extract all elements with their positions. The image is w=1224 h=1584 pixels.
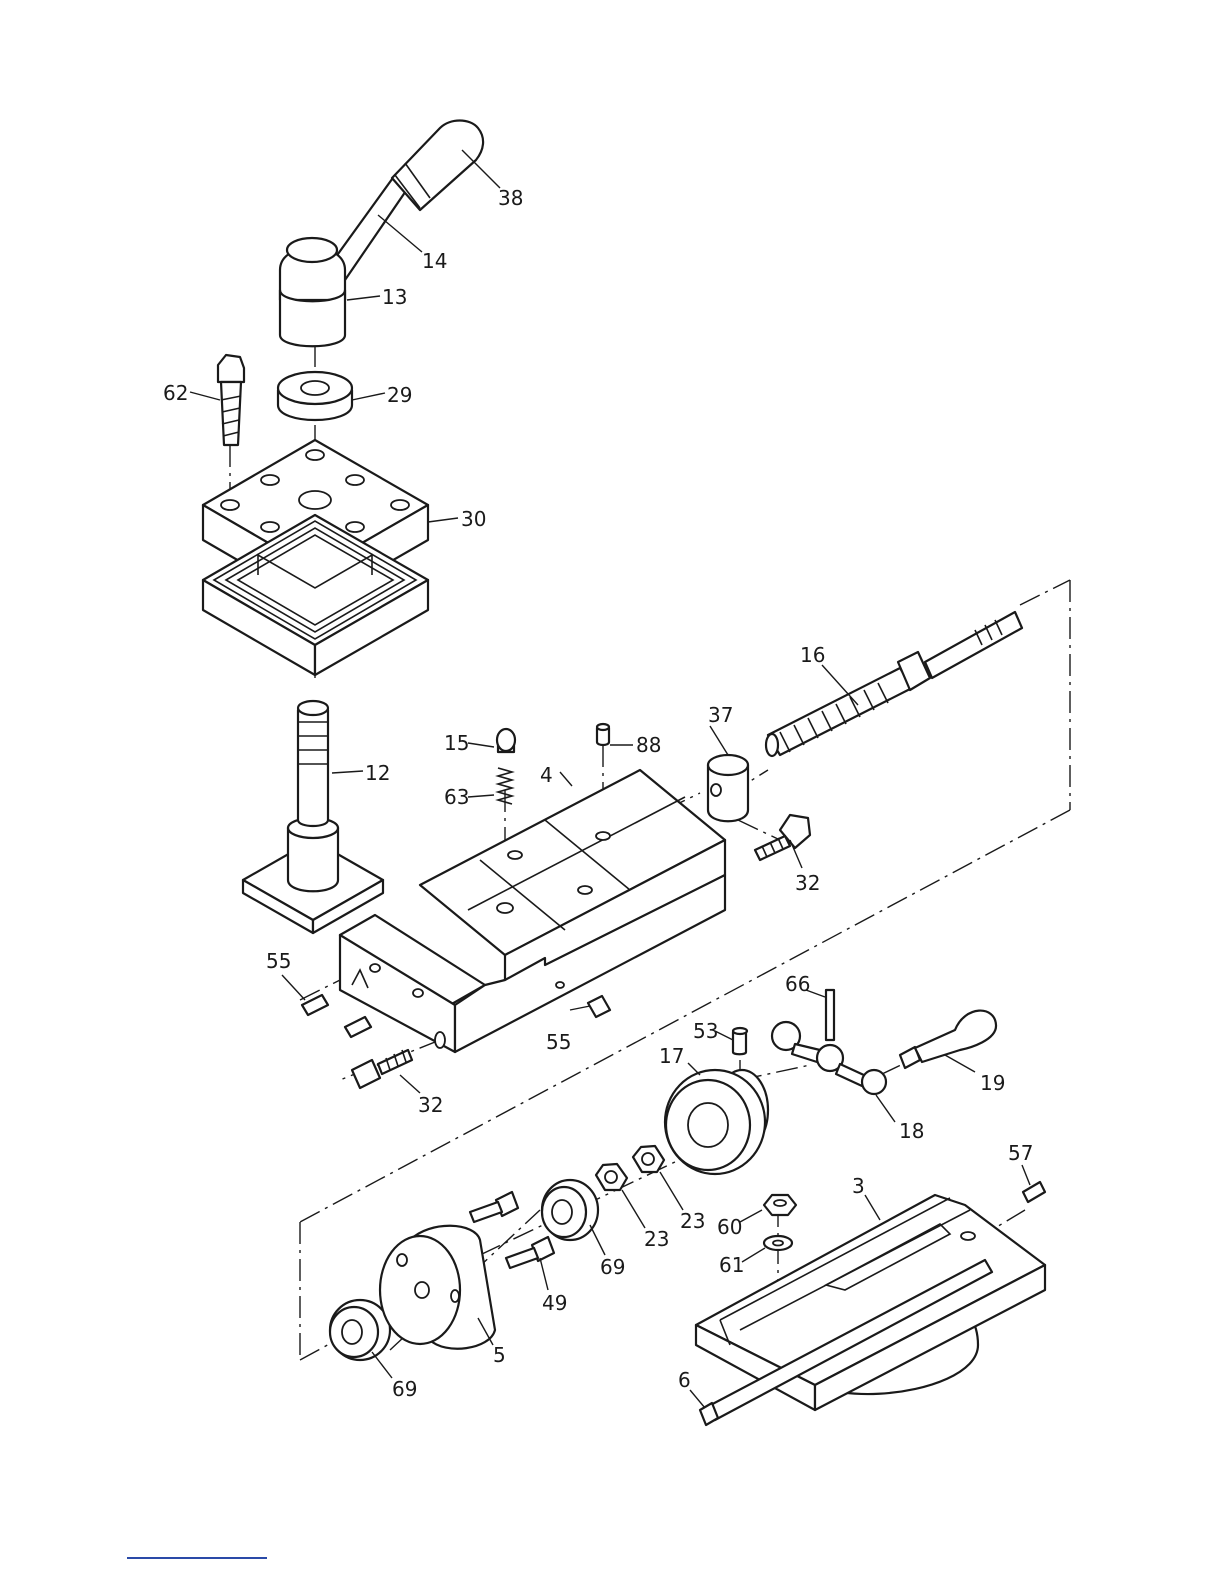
part-label: 17 [659,1044,684,1068]
part-label: 61 [719,1253,744,1277]
part-label: 49 [542,1291,567,1315]
lead-screw [766,612,1022,756]
handle-lever [330,121,483,281]
part-label: 37 [708,703,733,727]
bearing-housing [380,1226,495,1349]
part-label: 29 [387,383,412,407]
washer [278,372,352,420]
part-label: 60 [717,1215,742,1239]
part-label: 6 [678,1368,691,1392]
part-label: 19 [980,1071,1005,1095]
part-label: 32 [795,871,820,895]
crank-pin [826,990,834,1040]
bolt [218,355,244,445]
thrust-bearing-lower [330,1300,390,1360]
part-label: 57 [1008,1141,1033,1165]
part-label: 55 [546,1030,571,1054]
part-label: 69 [600,1255,625,1279]
part-label: 55 [266,949,291,973]
set-screw [597,724,609,745]
lever-hub [280,238,345,346]
lead-nut [708,755,748,821]
spring [498,768,512,804]
part-label: 63 [444,785,469,809]
part-label: 88 [636,733,661,757]
part-label: 16 [800,643,825,667]
part-label: 23 [680,1209,705,1233]
part-label: 15 [444,731,469,755]
hex-nut-small [764,1195,796,1215]
part-label: 32 [418,1093,443,1117]
part-label: 14 [422,249,447,273]
part-label: 53 [693,1019,718,1043]
part-label: 18 [899,1119,924,1143]
part-label: 5 [493,1343,506,1367]
part-label: 12 [365,761,390,785]
dial-pin [733,1028,747,1054]
dial [665,1070,768,1174]
part-label: 66 [785,972,810,996]
part-label: 30 [461,507,486,531]
thrust-bearing-upper [542,1180,598,1240]
screw-right [755,815,810,860]
part-label: 3 [852,1174,865,1198]
cross-slide [696,1195,1045,1410]
part-label: 4 [540,763,553,787]
part-label: 62 [163,381,188,405]
part-label: 23 [644,1227,669,1251]
part-label: 13 [382,285,407,309]
screw-left [352,1050,412,1088]
crank-handle [900,1011,996,1068]
footer-rule [127,1557,267,1559]
part-label: 69 [392,1377,417,1401]
set-screw-small [1023,1182,1045,1202]
post-stud [243,701,383,933]
washer-small [764,1236,792,1250]
compound-slide [340,770,725,1052]
part-label: 38 [498,186,523,210]
plunger-pin [497,729,515,752]
